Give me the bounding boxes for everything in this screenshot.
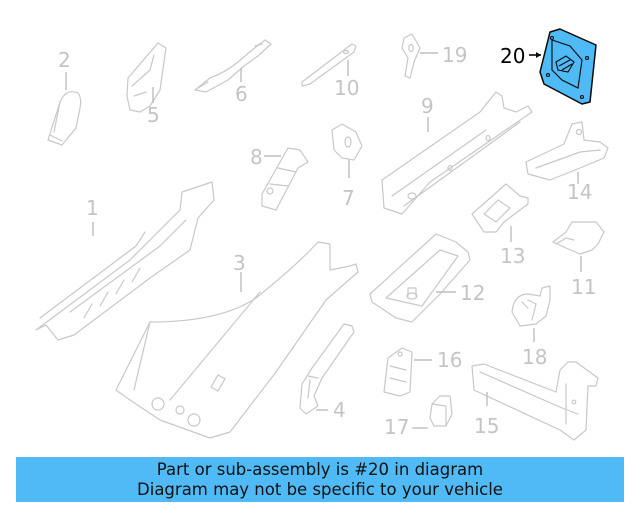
part-7-shape [331, 123, 363, 178]
callout-7: 7 [342, 186, 355, 210]
callout-5: 5 [147, 103, 160, 127]
part-18-shape [511, 285, 551, 342]
part-13-shape [471, 183, 529, 242]
callout-8: 8 [250, 145, 263, 169]
callout-1: 1 [86, 196, 99, 220]
part-5-shape [126, 42, 167, 113]
part-12-shape [369, 233, 471, 323]
callout-17: 17 [384, 415, 410, 439]
callout-13: 13 [500, 244, 526, 268]
info-banner: Part or sub-assembly is #20 in diagram D… [16, 457, 624, 502]
part-14-shape [525, 121, 609, 184]
part-9-shape [381, 91, 533, 215]
banner-line-1: Part or sub-assembly is #20 in diagram [156, 459, 484, 479]
part-6-shape [194, 39, 272, 93]
part-3-shape [115, 241, 359, 439]
callout-14: 14 [567, 180, 593, 204]
part-19-shape [401, 33, 438, 79]
part-17-shape [412, 395, 453, 429]
callout-11: 11 [571, 275, 597, 299]
callout-4: 4 [333, 398, 346, 422]
part-15-shape [471, 361, 599, 441]
part-20-shape[interactable] [529, 28, 597, 105]
callout-16: 16 [437, 348, 463, 372]
callout-18: 18 [522, 345, 548, 369]
part-2-shape [47, 72, 82, 146]
part-1-shape [35, 181, 215, 341]
callout-9: 9 [421, 94, 434, 118]
callout-6: 6 [235, 82, 248, 106]
part-4-shape [299, 323, 355, 415]
part-8-shape [261, 147, 309, 211]
callout-10: 10 [334, 76, 360, 100]
part-11-shape [552, 221, 605, 272]
callout-3: 3 [233, 251, 246, 275]
callout-19: 19 [442, 43, 468, 67]
callout-2: 2 [58, 48, 71, 72]
callout-12: 12 [460, 281, 486, 305]
part-10-shape [301, 43, 357, 87]
banner-line-2: Diagram may not be specific to your vehi… [137, 479, 503, 499]
callout-20-highlighted: 20 [500, 44, 526, 68]
part-16-shape [383, 347, 432, 397]
callout-15: 15 [474, 414, 500, 438]
